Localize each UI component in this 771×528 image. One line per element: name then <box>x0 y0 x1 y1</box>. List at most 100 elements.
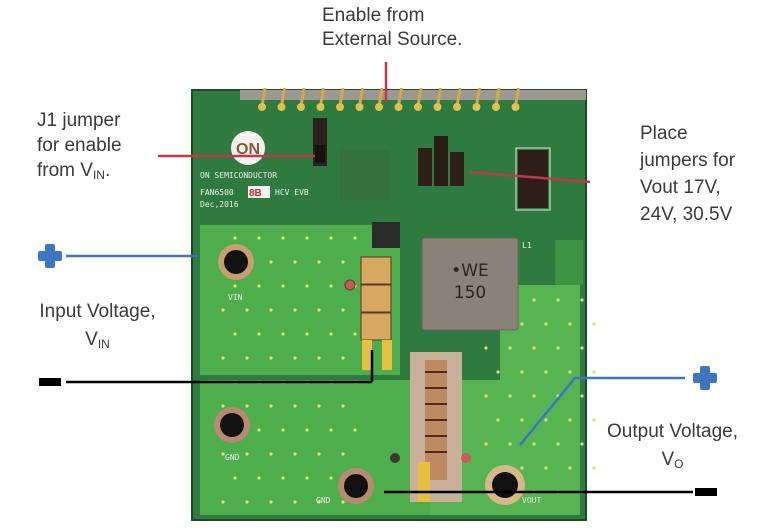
via <box>329 332 333 336</box>
output-minus-icon <box>695 488 717 496</box>
via <box>353 332 357 336</box>
inductor-l1: •WE 150 L1 <box>421 237 532 331</box>
via <box>269 404 273 408</box>
via <box>329 284 333 288</box>
svg-text:GND: GND <box>316 496 331 505</box>
via <box>317 404 321 408</box>
via <box>245 500 249 504</box>
via <box>269 452 273 456</box>
terminal-vin: VIN <box>218 244 254 302</box>
inductor-ref-silk: L1 <box>522 241 532 250</box>
header-pin-pad <box>316 103 325 111</box>
via <box>353 428 357 432</box>
via <box>520 370 524 374</box>
via <box>233 284 237 288</box>
inductor-marking-1: •WE <box>451 261 489 281</box>
header-pin-pad <box>492 103 500 111</box>
via <box>329 476 333 480</box>
via <box>245 404 249 408</box>
via <box>269 500 273 504</box>
via <box>317 356 321 360</box>
via <box>520 418 524 422</box>
input-capacitors <box>360 256 392 370</box>
header-pin-pad <box>414 103 422 111</box>
via <box>580 442 584 446</box>
via <box>257 236 261 240</box>
header-pin <box>494 87 501 107</box>
via <box>293 500 297 504</box>
via <box>233 236 237 240</box>
terminal-gnd-2: GND <box>316 468 374 505</box>
manufacturer-silk: ON SEMICONDUCTOR <box>200 171 277 180</box>
terminal-gnd-1: GND <box>214 407 250 462</box>
header-pin-pad <box>472 103 481 111</box>
via <box>520 466 524 470</box>
via <box>496 370 500 374</box>
controller-ic <box>372 222 400 248</box>
via <box>281 476 285 480</box>
via <box>329 236 333 240</box>
via <box>508 394 512 398</box>
via <box>580 298 584 302</box>
via <box>556 442 560 446</box>
via <box>233 332 237 336</box>
via <box>592 370 596 374</box>
via <box>341 308 345 312</box>
model-variant-label: 8B <box>249 188 262 199</box>
via <box>580 346 584 350</box>
header-pin <box>416 87 423 107</box>
via <box>293 308 297 312</box>
header-pin-pad <box>394 103 403 111</box>
via <box>221 356 225 360</box>
via <box>305 236 309 240</box>
test-point-red <box>344 279 356 291</box>
on-semi-logo: ON <box>231 131 265 165</box>
via <box>269 308 273 312</box>
header-pin <box>319 87 325 107</box>
via <box>293 356 297 360</box>
vout-selection-jumpers <box>418 136 464 186</box>
via <box>305 428 309 432</box>
header-pins <box>258 87 520 111</box>
input-minus-icon <box>39 378 61 386</box>
via <box>484 394 488 398</box>
header-pin <box>514 87 520 107</box>
via <box>293 452 297 456</box>
header-pin <box>338 87 345 107</box>
header-pin-pad <box>375 103 383 111</box>
via <box>532 394 536 398</box>
via <box>592 418 596 422</box>
via <box>257 284 261 288</box>
header-pin-pad <box>258 103 266 111</box>
header-pin <box>436 87 442 107</box>
via <box>281 284 285 288</box>
via <box>305 284 309 288</box>
via <box>293 260 297 264</box>
via <box>568 466 572 470</box>
model-suffix-silk: HCV EVB <box>275 188 309 197</box>
via <box>317 452 321 456</box>
via <box>484 346 488 350</box>
via <box>341 260 345 264</box>
header-pin <box>280 87 286 107</box>
via <box>496 418 500 422</box>
header-pin-pad <box>277 103 286 111</box>
via <box>592 466 596 470</box>
header-pin <box>260 87 267 107</box>
header-pin-pad <box>511 103 520 111</box>
model-prefix-silk: FAN6500 <box>200 188 234 197</box>
via <box>245 356 249 360</box>
header-pin-pad <box>297 103 305 111</box>
via <box>221 452 225 456</box>
via <box>269 356 273 360</box>
via <box>544 418 548 422</box>
header-pin <box>455 87 462 107</box>
jumpers-callout-line <box>469 170 591 184</box>
logo-text: ON <box>236 141 260 158</box>
via <box>484 442 488 446</box>
via <box>341 452 345 456</box>
svg-text:GND: GND <box>225 453 240 462</box>
header-pin <box>299 87 306 107</box>
via <box>532 298 536 302</box>
via <box>544 466 548 470</box>
